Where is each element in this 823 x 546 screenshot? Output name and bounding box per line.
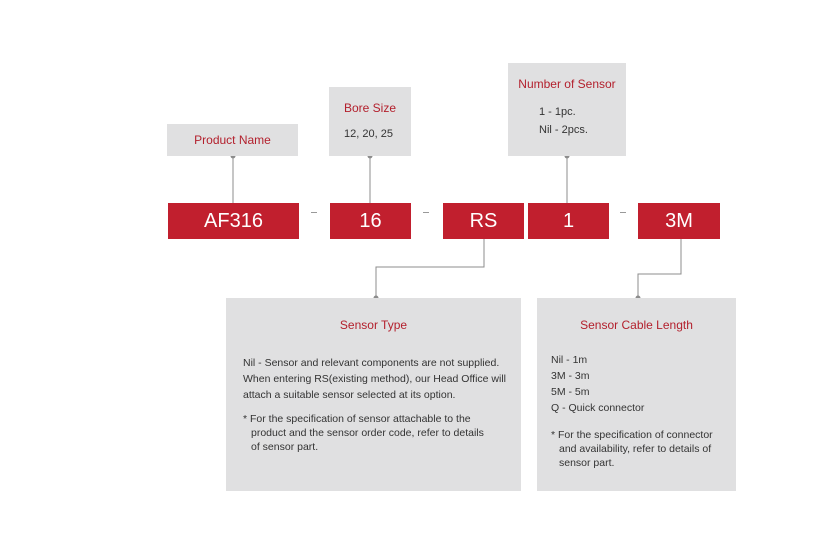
product-name-title: Product Name [194,133,271,147]
number-of-sensor-title: Number of Sensor [518,77,616,91]
cable-length-option: Nil - 1m [551,354,588,366]
number-of-sensor-option: 1 - 1pc. [539,106,576,118]
code-sensor-type: RS [443,203,524,239]
sensor-type-note-line: product and the sensor order code, refer… [251,427,484,439]
cable-length-option: 5M - 5m [551,386,590,398]
product-name-label-box: Product Name [167,124,298,156]
sensor-cable-length-title: Sensor Cable Length [580,318,693,332]
cable-length-note-line: sensor part. [559,457,615,469]
sensor-type-line: attach a suitable sensor selected at its… [243,389,456,401]
number-of-sensor-option: Nil - 2pcs. [539,124,588,136]
sensor-cable-length-note: * For the specification of connector and… [551,428,713,470]
sensor-type-title: Sensor Type [339,318,408,332]
bore-size-title: Bore Size [343,101,397,115]
separator-dash [311,212,317,213]
separator-dash [620,212,626,213]
bore-size-label-box: Bore Size 12, 20, 25 [329,87,411,156]
separator-dash [423,212,429,213]
sensor-cable-length-panel: Sensor Cable Length Nil - 1m 3M - 3m 5M … [537,298,736,491]
code-sensor-cable-length: 3M [638,203,720,239]
sensor-type-description: Nil - Sensor and relevant components are… [243,355,506,403]
sensor-type-note-line: * For the specification of sensor attach… [243,413,471,425]
code-number-of-sensor: 1 [528,203,609,239]
cable-length-note-line: * For the specification of connector [551,429,713,441]
number-of-sensor-label-box: Number of Sensor 1 - 1pc. Nil - 2pcs. [508,63,626,156]
sensor-type-note-line: of sensor part. [251,441,319,453]
cable-length-option: Q - Quick connector [551,402,645,414]
sensor-type-note: * For the specification of sensor attach… [243,412,484,454]
cable-length-note-line: and availability, refer to details of [559,443,712,455]
bore-size-options: 12, 20, 25 [344,128,393,140]
sensor-type-line: Nil - Sensor and relevant components are… [243,357,500,369]
sensor-cable-length-options: Nil - 1m 3M - 3m 5M - 5m Q - Quick conne… [551,352,644,416]
sensor-type-panel: Sensor Type Nil - Sensor and relevant co… [226,298,521,491]
cable-length-option: 3M - 3m [551,370,590,382]
code-bore-size: 16 [330,203,411,239]
code-product-name: AF316 [168,203,299,239]
sensor-type-line: When entering RS(existing method), our H… [243,373,507,385]
